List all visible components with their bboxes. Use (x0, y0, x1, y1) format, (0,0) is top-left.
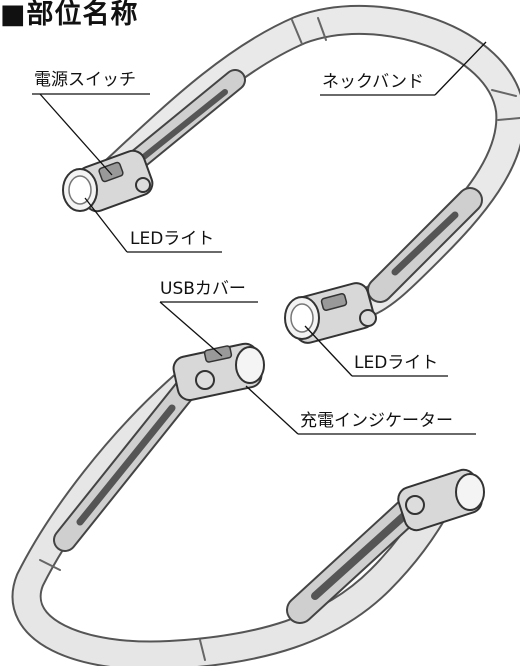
led-head-upper-right (284, 282, 377, 344)
neckband-top-view (90, 4, 520, 320)
callout-charge-indicator: 充電インジケーター (300, 411, 453, 431)
led-head-lower-right (397, 468, 485, 532)
callout-usb-cover: USBカバー (160, 279, 246, 299)
leader-lines (32, 41, 487, 435)
callout-led-light-upper: LEDライト (130, 229, 215, 249)
callout-led-light-lower: LEDライト (354, 353, 439, 373)
callout-neckband: ネックバンド (322, 72, 424, 92)
led-head-lower-left (172, 342, 265, 402)
section-title: ■部位名称 (0, 0, 139, 30)
neckband-bottom-view (11, 365, 460, 666)
led-head-upper-left (62, 149, 154, 213)
callout-power-switch: 電源スイッチ (34, 70, 136, 90)
